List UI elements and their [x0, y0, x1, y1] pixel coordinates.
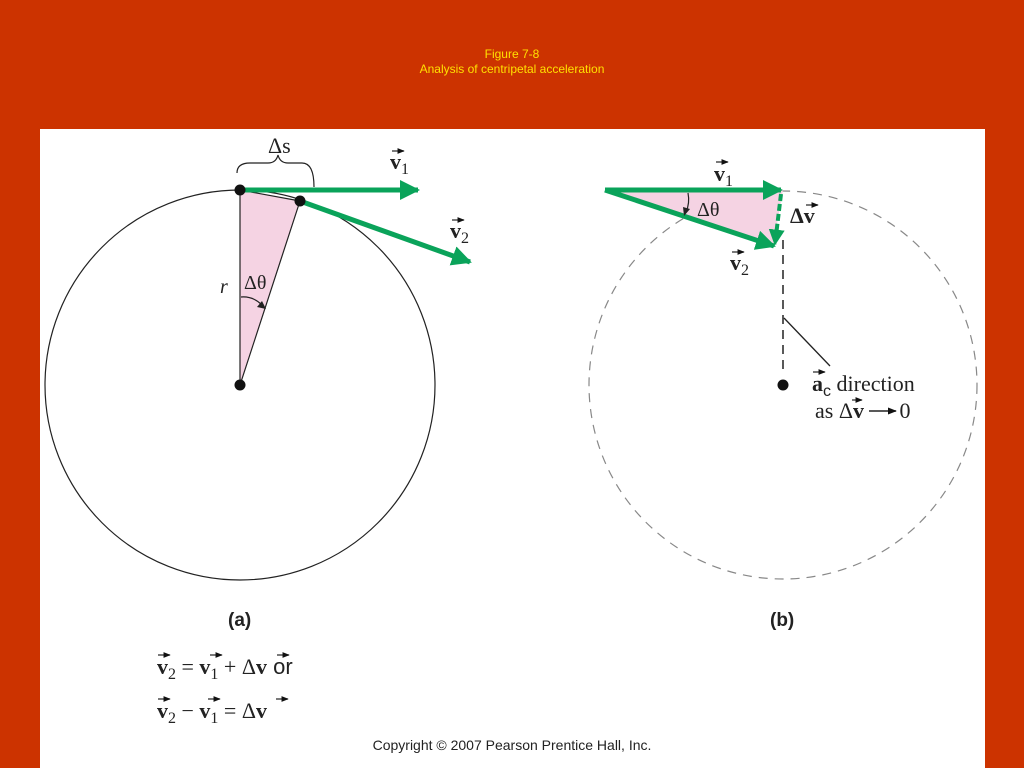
figure-panel — [40, 129, 985, 768]
figure-caption: Analysis of centripetal acceleration — [419, 62, 605, 76]
panel-a: Δs r Δθ v1 v2 (a) — [44, 133, 472, 631]
delta-v-arrow — [768, 193, 785, 246]
arc-length-label: Δs — [268, 133, 291, 158]
angle-wedge — [239, 189, 301, 386]
angle-label: Δθ — [244, 272, 266, 294]
panel-b-label: (b) — [770, 610, 794, 631]
velocity-v2-arrow — [299, 198, 472, 266]
angle-arc-b-arrowhead — [683, 207, 690, 216]
arc-length-brace — [236, 154, 315, 188]
center-point — [234, 379, 246, 391]
center-point-b — [777, 379, 789, 391]
v1-label: v1 — [390, 149, 409, 178]
slide-title: Figure 7-8 Analysis of centripetal accel… — [0, 47, 1024, 77]
ac-pointer-line — [783, 317, 831, 367]
figure-number: Figure 7-8 — [484, 47, 540, 61]
velocity-v2-arrow-b — [604, 187, 776, 250]
copyright-notice: Copyright © 2007 Pearson Prentice Hall, … — [373, 737, 652, 753]
v2-label-b: v2 — [730, 250, 749, 279]
particle-position-2 — [294, 195, 306, 207]
radius-label: r — [220, 276, 228, 298]
panel-b: v1 Δθ Δv v2 ac direction as Δv 0 (b) — [588, 159, 978, 631]
dashed-circle — [588, 190, 978, 580]
equation-1: v2 = v1 + Δv or — [157, 654, 293, 683]
v1-label-b: v1 — [714, 161, 733, 190]
angle-label-b: Δθ — [697, 199, 719, 221]
equation-2: v2 − v1 = Δv — [157, 698, 267, 727]
angle-arc-arrowhead — [257, 301, 266, 309]
ac-direction-line1: ac direction — [812, 371, 915, 400]
delta-v-label: Δv — [790, 203, 815, 228]
particle-position-1 — [234, 184, 246, 196]
panel-a-label: (a) — [228, 610, 251, 631]
ac-direction-line2: as Δv 0 — [815, 398, 910, 423]
v2-label: v2 — [450, 218, 469, 247]
equations: v2 = v1 + Δv or v2 − v1 = Δv — [157, 652, 293, 727]
